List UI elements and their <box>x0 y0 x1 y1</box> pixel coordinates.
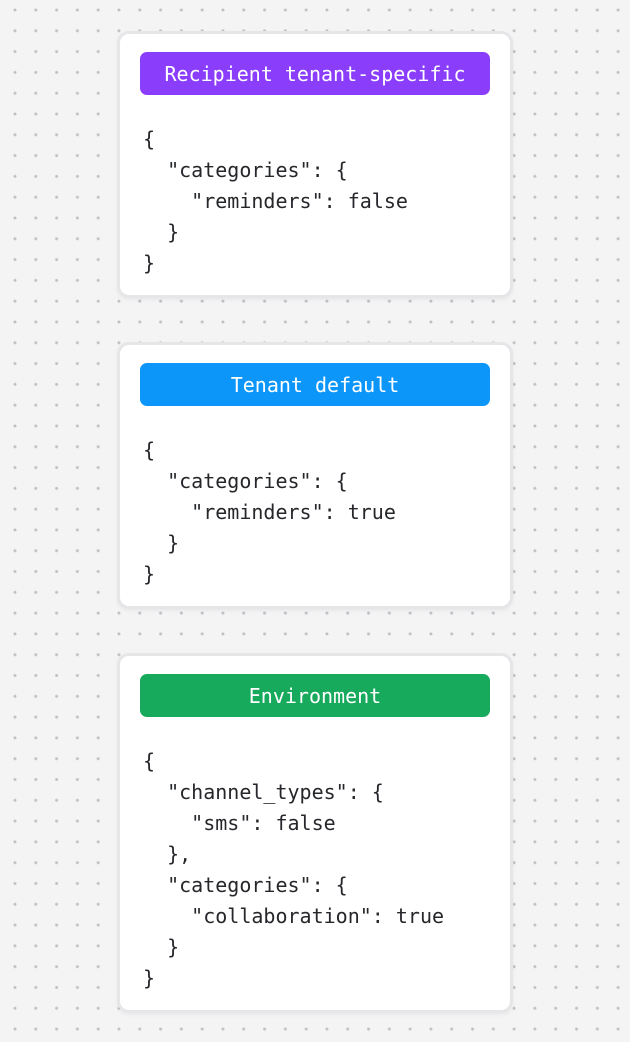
json-snippet-environment: { "channel_types": { "sms": false }, "ca… <box>143 749 445 990</box>
card-stack: Recipient tenant-specific { "categories"… <box>117 31 513 1013</box>
badge-tenant-default: Tenant default <box>140 363 490 406</box>
card-tenant-default: Tenant default { "categories": { "remind… <box>117 342 513 609</box>
json-snippet-tenant-default: { "categories": { "reminders": true } } <box>143 438 396 586</box>
card-environment: Environment { "channel_types": { "sms": … <box>117 653 513 1013</box>
json-snippet-recipient-tenant-specific: { "categories": { "reminders": false } } <box>143 127 408 275</box>
badge-recipient-tenant-specific: Recipient tenant-specific <box>140 52 490 95</box>
badge-environment: Environment <box>140 674 490 717</box>
card-recipient-tenant-specific: Recipient tenant-specific { "categories"… <box>117 31 513 298</box>
